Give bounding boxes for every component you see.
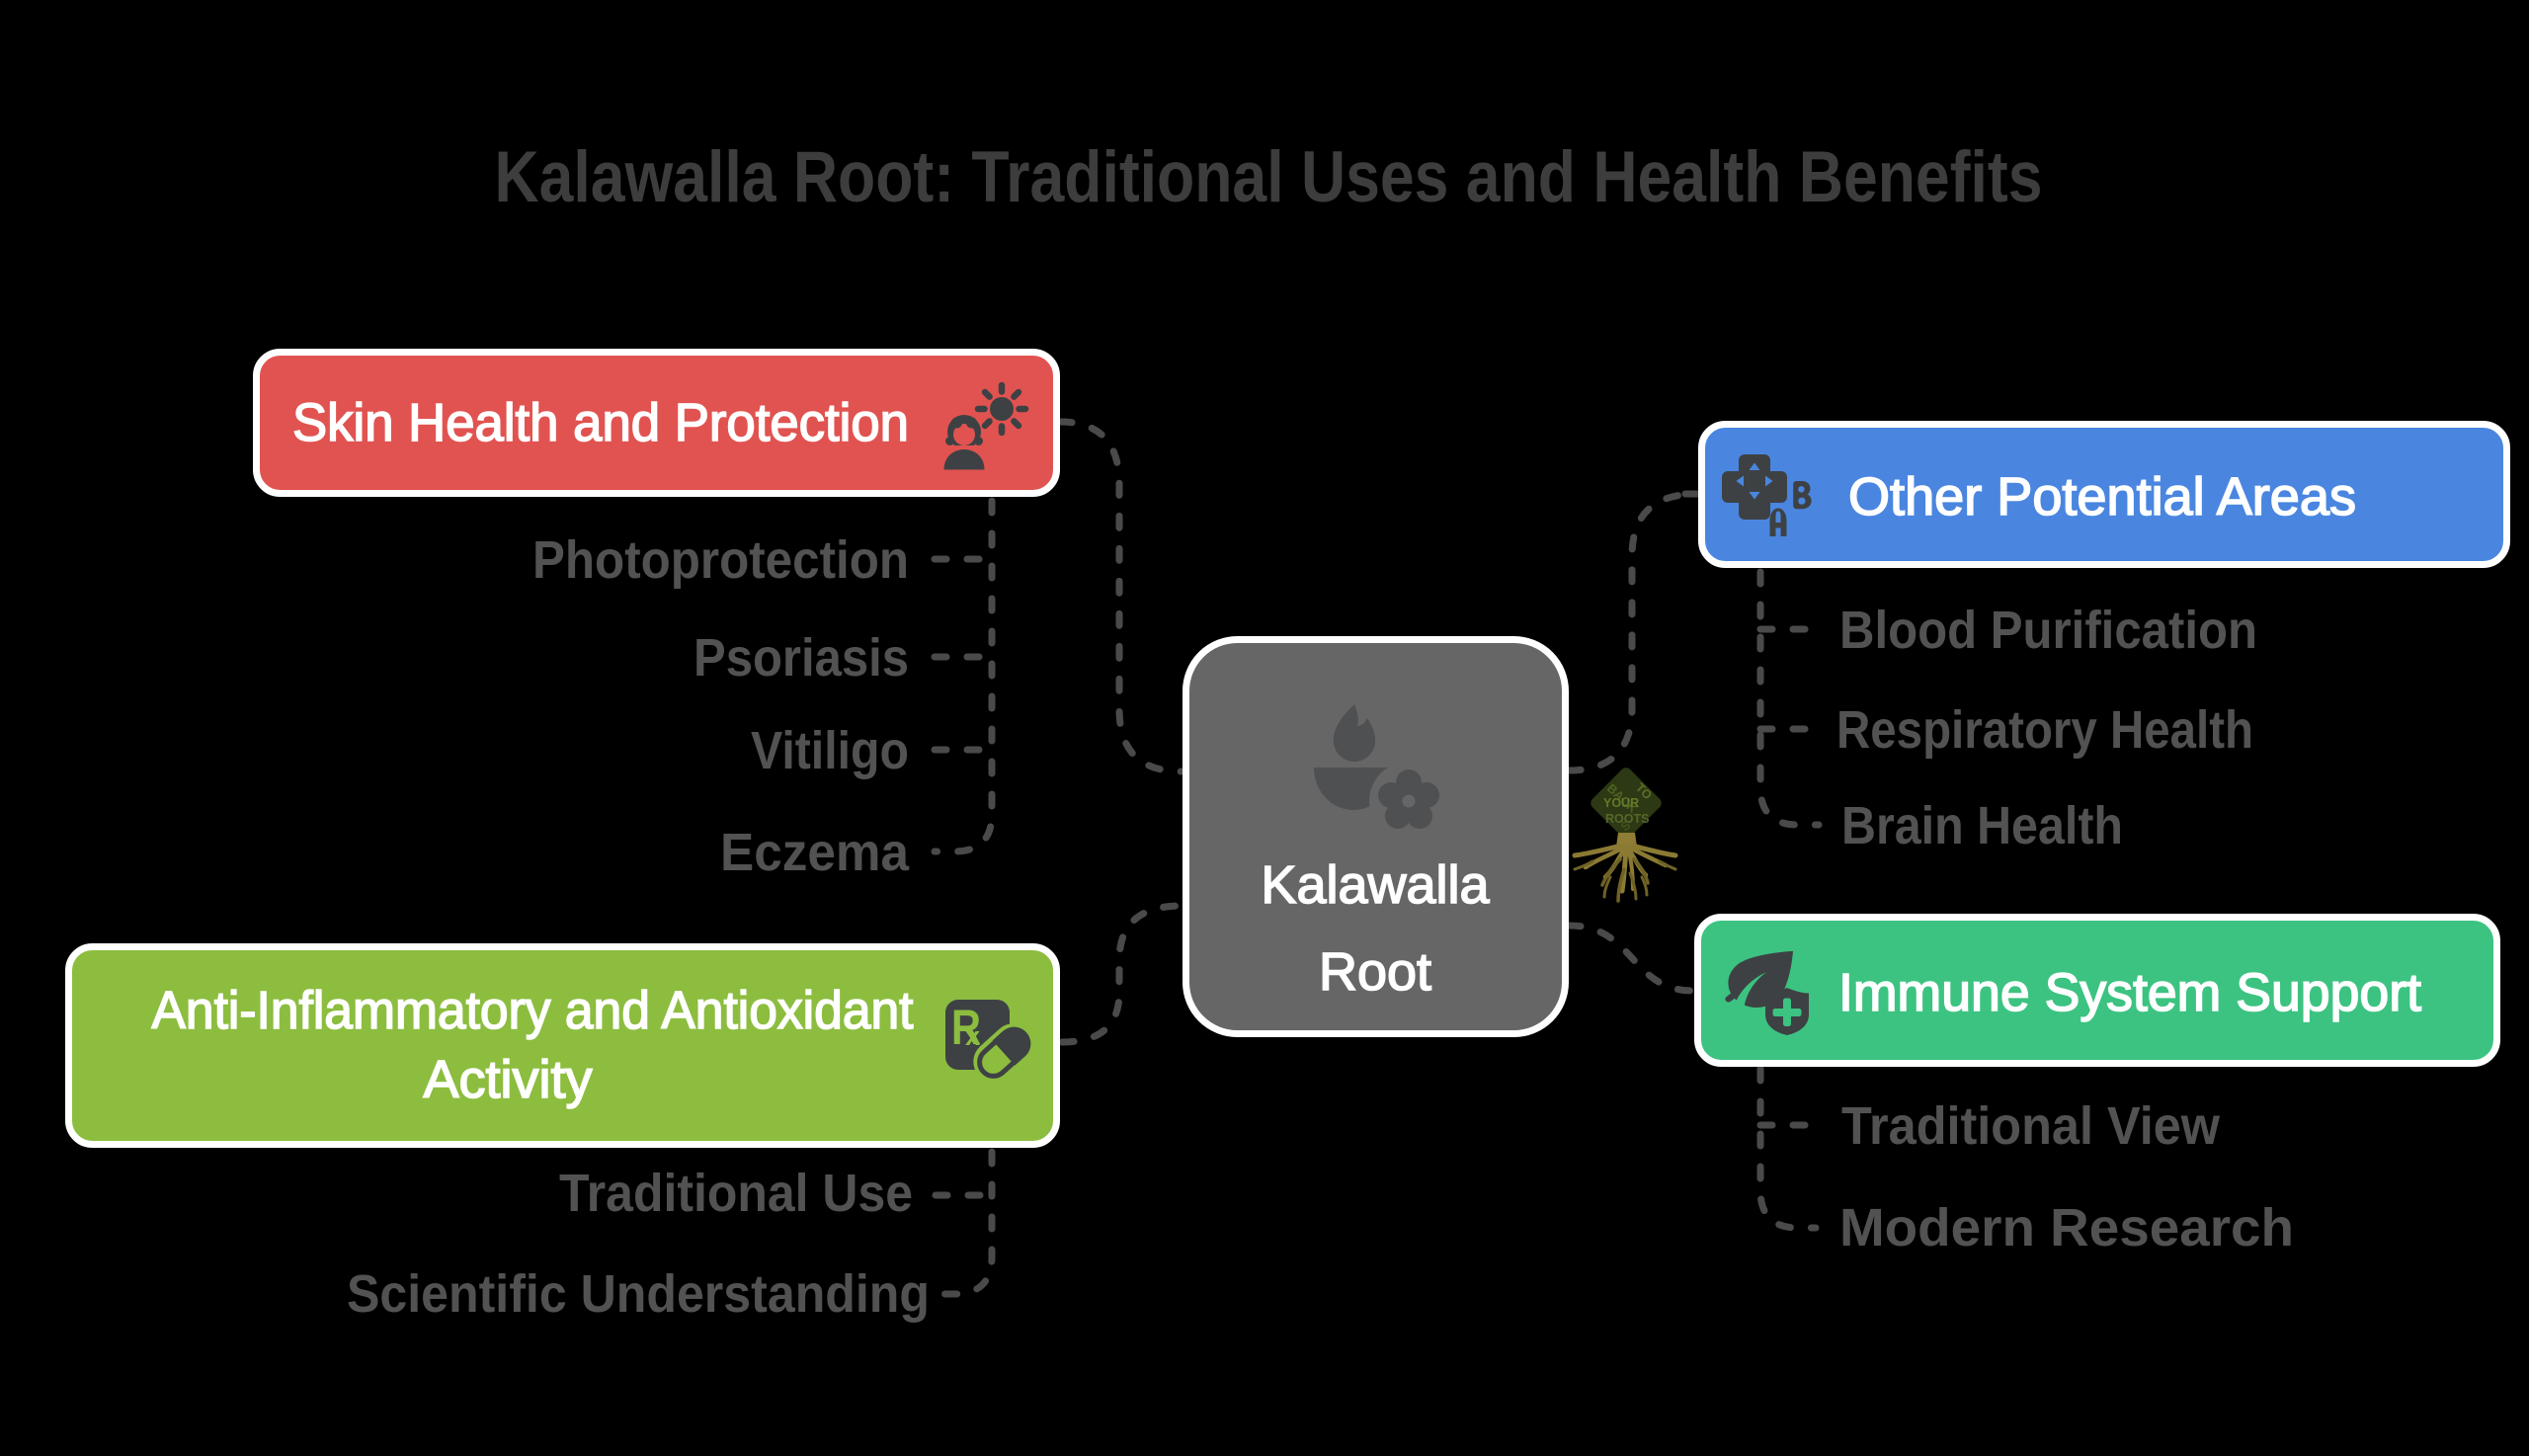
svg-text:Respiratory Health: Respiratory Health <box>1836 700 2253 760</box>
svg-text:Modern Research: Modern Research <box>1839 1198 2294 1257</box>
svg-text:ROOTS: ROOTS <box>1605 812 1649 826</box>
svg-text:Root: Root <box>1319 942 1431 1002</box>
svg-text:Traditional View: Traditional View <box>1841 1096 2221 1156</box>
svg-text:Immune System Support: Immune System Support <box>1838 963 2421 1022</box>
svg-text:YOUR: YOUR <box>1603 796 1639 810</box>
svg-text:R: R <box>951 1000 981 1055</box>
svg-text:Kalawalla: Kalawalla <box>1261 855 1490 915</box>
svg-text:Vitiligo: Vitiligo <box>751 721 909 780</box>
svg-text:Blood Purification: Blood Purification <box>1839 601 2257 660</box>
svg-text:x: x <box>965 1021 980 1051</box>
svg-text:Activity: Activity <box>423 1050 592 1109</box>
svg-text:Traditional Use: Traditional Use <box>559 1164 913 1223</box>
svg-text:Anti-Inflammatory and Antioxid: Anti-Inflammatory and Antioxidant <box>152 981 914 1040</box>
svg-text:Skin Health and Protection: Skin Health and Protection <box>292 393 909 452</box>
svg-text:Other Potential Areas: Other Potential Areas <box>1848 467 2356 526</box>
svg-text:Photoprotection: Photoprotection <box>532 530 909 590</box>
svg-text:Eczema: Eczema <box>720 823 910 882</box>
svg-text:Brain Health: Brain Health <box>1841 796 2123 855</box>
svg-text:Scientific Understanding: Scientific Understanding <box>347 1264 930 1324</box>
svg-text:Kalawalla Root: Traditional Us: Kalawalla Root: Traditional Uses and Hea… <box>495 137 2043 217</box>
svg-text:Psoriasis: Psoriasis <box>693 628 909 688</box>
